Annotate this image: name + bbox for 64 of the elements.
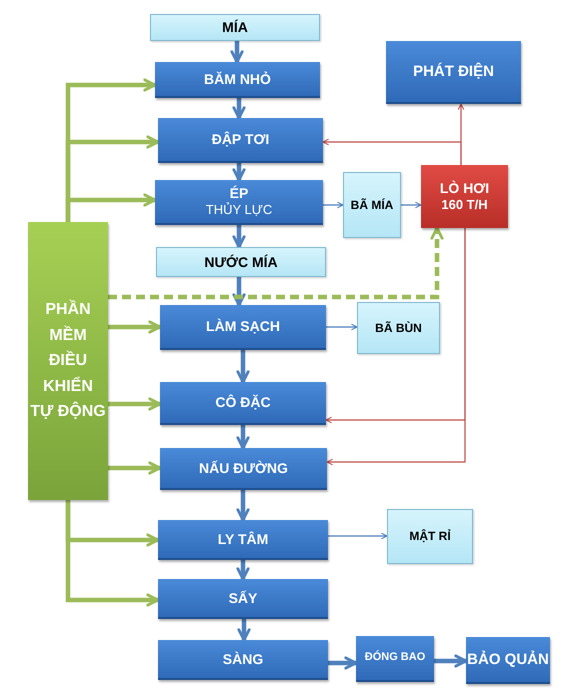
process-box bbox=[155, 180, 323, 225]
arrow bbox=[236, 350, 251, 384]
arrow bbox=[326, 322, 358, 330]
step-label: SÀNG bbox=[222, 650, 264, 668]
process-box bbox=[356, 636, 434, 682]
arrow bbox=[232, 98, 247, 120]
arrow bbox=[236, 560, 251, 580]
step-label: PHẦN MỀM ĐIỀU KHIỂN TỰ ĐỘNG bbox=[29, 298, 107, 422]
arrow bbox=[232, 277, 247, 306]
step-label: MẬT RỈ bbox=[409, 529, 451, 544]
arrow bbox=[108, 226, 444, 300]
step-label: BÃ BÙN bbox=[375, 320, 422, 336]
material-box bbox=[156, 247, 326, 277]
step-label: NẤU ĐƯỜNG bbox=[199, 460, 288, 476]
process-box bbox=[158, 520, 328, 560]
material-box bbox=[150, 14, 320, 41]
arrow bbox=[230, 41, 245, 64]
arrow bbox=[322, 138, 462, 165]
material-box bbox=[387, 509, 473, 564]
boiler-box bbox=[421, 165, 508, 228]
step-detail: 160 T/H bbox=[441, 197, 488, 213]
step-label: MÍA bbox=[222, 19, 248, 36]
process-box bbox=[466, 637, 550, 684]
process-box bbox=[160, 382, 326, 425]
process-box bbox=[158, 118, 323, 163]
control-software-box bbox=[28, 222, 108, 500]
arrow bbox=[236, 490, 251, 522]
material-box bbox=[343, 172, 401, 238]
step-label: PHÁT ĐIỆN bbox=[413, 62, 494, 80]
arrow bbox=[232, 163, 247, 182]
step-label: ĐÓNG BAO bbox=[364, 651, 426, 665]
arrow bbox=[401, 200, 422, 208]
arrow bbox=[108, 460, 162, 475]
arrow bbox=[323, 200, 344, 208]
step-label: LÀM SẠCH bbox=[206, 318, 280, 335]
step-label: ÉP bbox=[230, 185, 248, 202]
arrow bbox=[108, 396, 162, 411]
process-box bbox=[386, 41, 521, 104]
process-box bbox=[158, 579, 328, 619]
process-box bbox=[158, 640, 328, 680]
arrow bbox=[434, 653, 468, 668]
step-detail: THỦY LỰC bbox=[206, 202, 272, 218]
material-box bbox=[357, 302, 440, 354]
step-label: BẢO QUẢN bbox=[467, 650, 549, 668]
step-label: ĐẬP TƠI bbox=[212, 131, 270, 148]
arrow bbox=[328, 655, 358, 670]
step-label: CÔ ĐẶC bbox=[215, 394, 271, 411]
step-label: NƯỚC MÍA bbox=[204, 254, 278, 270]
process-box bbox=[160, 448, 327, 490]
arrow bbox=[108, 319, 162, 334]
arrow bbox=[237, 619, 252, 642]
step-label: BÃ MÍA bbox=[350, 198, 394, 212]
arrow bbox=[66, 500, 160, 607]
arrow bbox=[232, 225, 247, 248]
arrow bbox=[326, 228, 466, 467]
arrow bbox=[236, 425, 251, 450]
process-box bbox=[155, 62, 320, 98]
step-label: BĂM NHỎ bbox=[204, 70, 271, 88]
step-label: LY TÂM bbox=[218, 530, 268, 548]
arrow bbox=[66, 192, 156, 222]
step-label: SẤY bbox=[228, 590, 258, 606]
step-label: LÒ HƠI bbox=[440, 180, 490, 198]
arrow bbox=[328, 531, 388, 540]
process-box bbox=[160, 305, 326, 350]
